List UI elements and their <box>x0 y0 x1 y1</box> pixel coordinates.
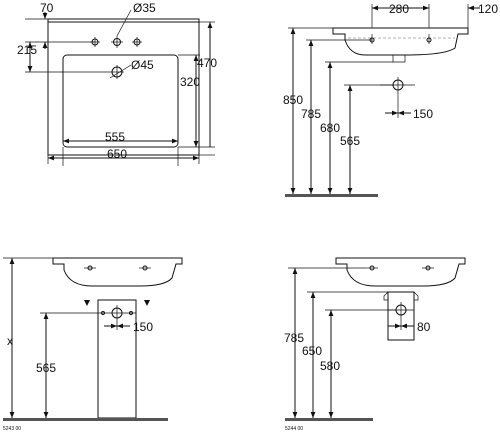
dim-650-label: 650 <box>107 147 127 161</box>
basin-profile <box>335 257 466 287</box>
dim-785-label: 785 <box>301 107 321 121</box>
dim-680-label: 680 <box>320 121 340 135</box>
top-left-plan-view: 70 Ø35 215 Ø45 470 320 555 650 <box>17 1 217 166</box>
dim-150-label: 150 <box>413 107 433 121</box>
dim-hole-45-label: Ø45 <box>131 58 154 72</box>
dim-280-label: 280 <box>389 2 409 16</box>
dim-565-label: 565 <box>36 361 56 375</box>
basin-profile <box>332 27 469 56</box>
semi-pedestal-body <box>387 291 415 341</box>
dim-470-label: 470 <box>197 56 217 70</box>
dim-850-label: 850 <box>283 93 303 107</box>
dim-120-label: 120 <box>478 2 498 16</box>
bottom-right-semi-pedestal-view: 785 650 580 80 5244 00 <box>284 257 466 432</box>
dim-565-label: 565 <box>340 134 360 148</box>
dim-785-label: 785 <box>284 331 304 345</box>
dim-hole-35-label: Ø35 <box>133 1 156 15</box>
dim-650-label: 650 <box>302 344 322 358</box>
product-code: 5243 00 <box>3 426 21 432</box>
basin-profile <box>52 257 183 287</box>
top-right-elevation-view: 280 120 850 785 680 565 150 <box>283 2 498 197</box>
dim-x-label: x <box>7 334 13 348</box>
bowl-outline <box>62 54 179 148</box>
dim-580-label: 580 <box>320 359 340 373</box>
bottom-left-pedestal-view: x 565 150 5243 00 <box>3 257 183 432</box>
product-code: 5244 00 <box>285 426 303 432</box>
dim-80-label: 80 <box>417 320 431 334</box>
dim-150-label: 150 <box>133 320 153 334</box>
dim-320-label: 320 <box>180 75 200 89</box>
dim-555-label: 555 <box>105 130 125 144</box>
basin-outline <box>47 21 200 156</box>
dim-70-label: 70 <box>40 1 54 15</box>
dim-215-label: 215 <box>17 43 37 57</box>
